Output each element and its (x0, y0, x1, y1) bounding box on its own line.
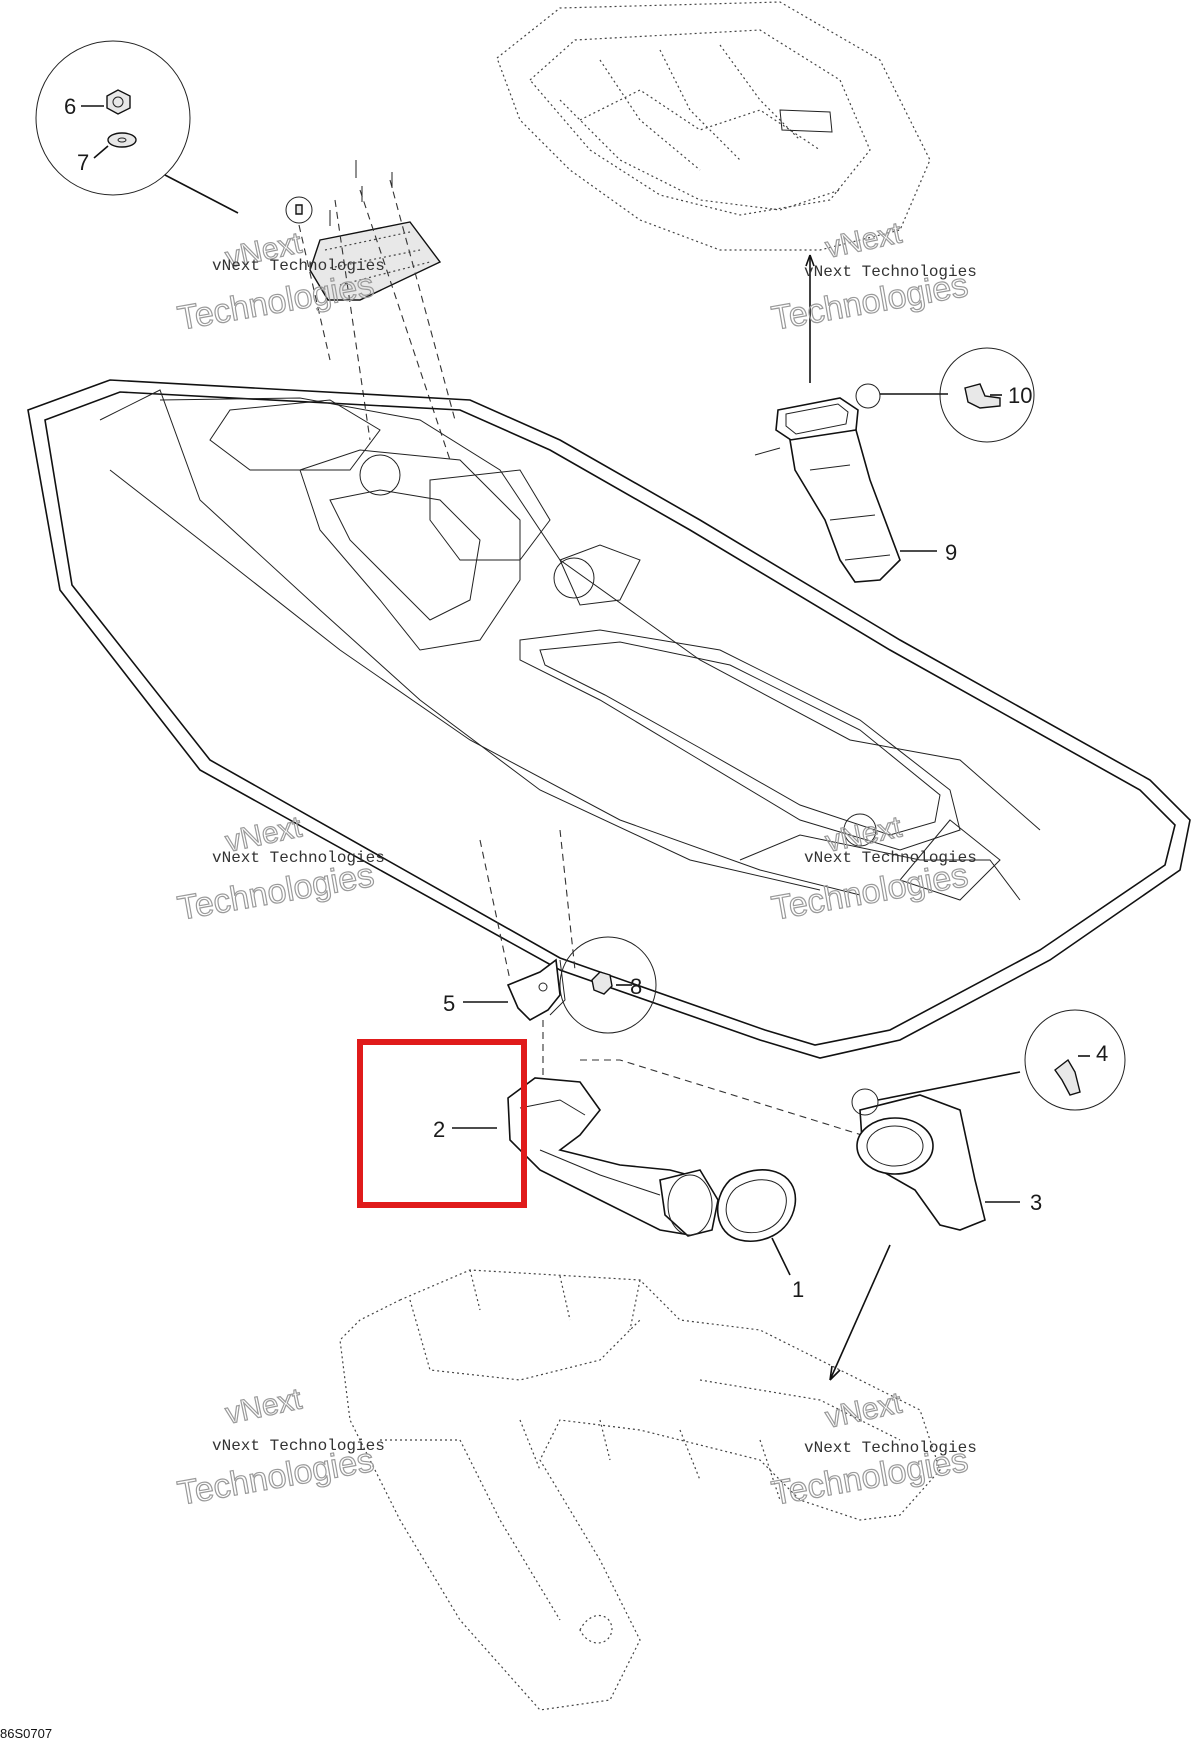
watermark-middle-left: vNext vNext Technologies Technologies (174, 810, 385, 929)
callout-labels: 6 7 10 9 5 8 4 2 3 1 (64, 94, 1108, 1302)
callout-7[interactable]: 7 (77, 150, 89, 175)
detail-circle-nut-washer (35, 40, 239, 214)
callout-5[interactable]: 5 (443, 991, 455, 1016)
bracket-and-nut-drawing (463, 936, 657, 1080)
air-intake-duct-drawing (452, 1059, 911, 1276)
watermark-bottom-right: vNext vNext Technologies Technologies (768, 1386, 977, 1514)
intake-elbow-drawing (829, 1009, 1126, 1381)
watermark-middle-right: vNext vNext Technologies Technologies (768, 810, 977, 929)
watermark-top-right: vNext vNext Technologies Technologies (768, 216, 977, 339)
svg-text:vNext Technologies: vNext Technologies (212, 257, 385, 275)
svg-text:vNext Technologies: vNext Technologies (804, 1439, 977, 1457)
callout-1[interactable]: 1 (792, 1277, 804, 1302)
callout-2[interactable]: 2 (433, 1117, 445, 1142)
svg-text:vNext Technologies: vNext Technologies (804, 263, 977, 281)
svg-text:vNext: vNext (223, 1382, 306, 1430)
callout-6[interactable]: 6 (64, 94, 76, 119)
air-duct-upper-drawing (754, 254, 1035, 583)
callout-4[interactable]: 4 (1096, 1041, 1108, 1066)
highlight-box-part-2 (357, 1039, 527, 1208)
svg-text:vNext Technologies: vNext Technologies (212, 849, 385, 867)
svg-text:vNext Technologies: vNext Technologies (212, 1437, 385, 1455)
lower-hull-drawing (339, 1269, 941, 1711)
watermark-bottom-left: vNext vNext Technologies Technologies (174, 1382, 385, 1514)
callout-3[interactable]: 3 (1030, 1190, 1042, 1215)
hull-drawing (27, 379, 1191, 1059)
svg-text:Technologies: Technologies (175, 266, 377, 338)
svg-text:vNext: vNext (823, 216, 906, 264)
upper-deck-drawing (496, 1, 931, 251)
callout-8[interactable]: 8 (630, 974, 642, 999)
callout-9[interactable]: 9 (945, 540, 957, 565)
mounting-plate-drawing (285, 160, 456, 461)
diagram-code: 86S0707 (0, 1726, 52, 1741)
svg-text:vNext Technologies: vNext Technologies (804, 849, 977, 867)
svg-text:vNext: vNext (823, 1386, 906, 1434)
callout-10[interactable]: 10 (1008, 383, 1032, 408)
